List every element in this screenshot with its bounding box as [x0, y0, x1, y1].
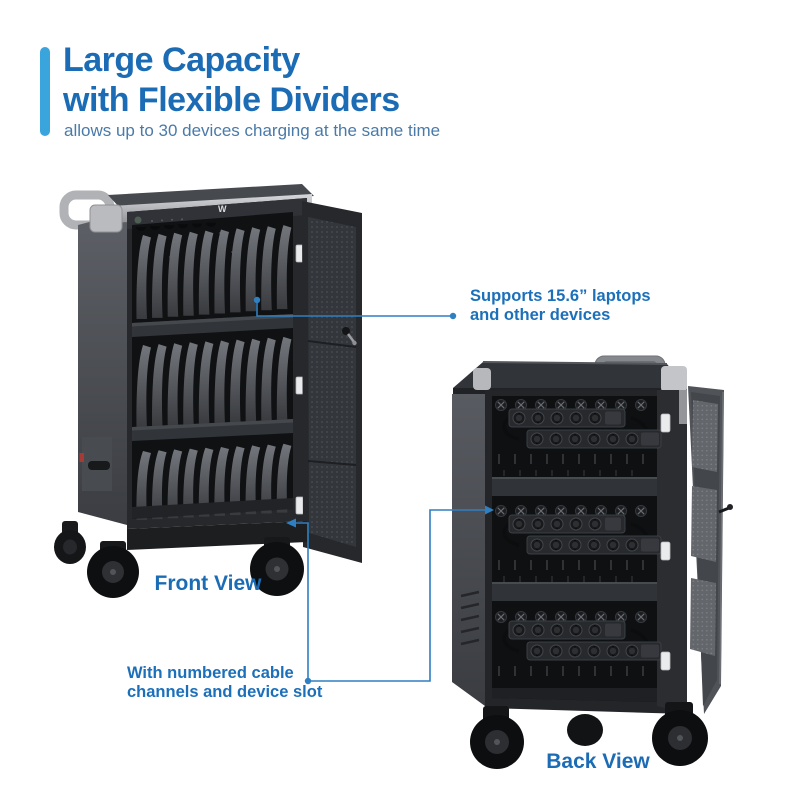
right-pillar: [657, 390, 687, 714]
power-strip: [509, 621, 625, 639]
callout-cable-line2: channels and device slot: [127, 683, 323, 701]
front-cart-rear-wheel: [54, 521, 86, 564]
charging-level-2: [494, 504, 662, 582]
door-lock: [342, 327, 350, 335]
front-door-hinges: [295, 244, 305, 515]
callout-cable-line1: With numbered cable: [127, 664, 294, 682]
back-cart-side-panel: [452, 394, 485, 706]
cable-channels: [498, 666, 644, 676]
back-cart-top: [453, 361, 687, 394]
brand-logo: W: [218, 204, 227, 214]
callout-laptops-line1: Supports 15.6” laptops: [470, 287, 651, 305]
front-view-cart-illustration: W: [54, 184, 362, 598]
callout-laptops: Supports 15.6” laptops and other devices: [470, 287, 651, 325]
title-line-2: with Flexible Dividers: [63, 81, 400, 119]
front-cart-open-door: [302, 201, 362, 563]
back-cart-caster-right: [652, 702, 708, 766]
back-view-label: Back View: [546, 750, 650, 773]
power-strip: [527, 536, 661, 554]
back-cart-open-door: [688, 386, 733, 714]
title-line-1: Large Capacity: [63, 41, 300, 79]
back-shelf-1: [492, 478, 657, 496]
page-subtitle: allows up to 30 devices charging at the …: [64, 121, 441, 140]
page-title: Large Capacity with Flexible Dividers: [63, 40, 400, 120]
accent-bar: [40, 47, 50, 136]
door-key: [718, 506, 730, 514]
back-cabinet-floor: [492, 688, 657, 702]
callout-dot: [449, 312, 457, 320]
charging-level-1: [494, 398, 662, 476]
corner-cap-left: [473, 368, 491, 390]
front-cart-top-bar: W: [127, 198, 307, 229]
power-switch: [79, 453, 84, 462]
cable-channels: [498, 454, 644, 464]
cabinet-floor: [132, 498, 293, 519]
cable-scallops: [136, 222, 216, 231]
back-door-hinges: [660, 413, 671, 671]
front-cart-caster-left: [87, 541, 139, 598]
front-cart-base: [127, 521, 307, 550]
status-led: [134, 216, 142, 224]
back-view-cart-illustration: [452, 355, 733, 769]
back-shelf-2: [492, 583, 657, 601]
corner-cap-right: [661, 366, 687, 392]
charging-level-3: [494, 610, 662, 676]
front-cart-caster-right: [250, 537, 304, 596]
front-view-label: Front View: [154, 572, 262, 595]
side-handle-slot: [88, 461, 110, 470]
back-cart-caster-middle: [567, 714, 603, 746]
power-strip: [527, 430, 661, 448]
cable-channels: [498, 560, 644, 570]
callout-cable-channels: With numbered cable channels and device …: [127, 664, 322, 702]
callout-laptops-line2: and other devices: [470, 306, 611, 324]
front-cart-side-panel: [78, 212, 127, 525]
power-strip: [509, 515, 625, 533]
door-key: [352, 340, 357, 346]
power-strip: [509, 409, 625, 427]
power-strip: [527, 642, 661, 660]
back-cart-caster-left: [470, 706, 524, 769]
